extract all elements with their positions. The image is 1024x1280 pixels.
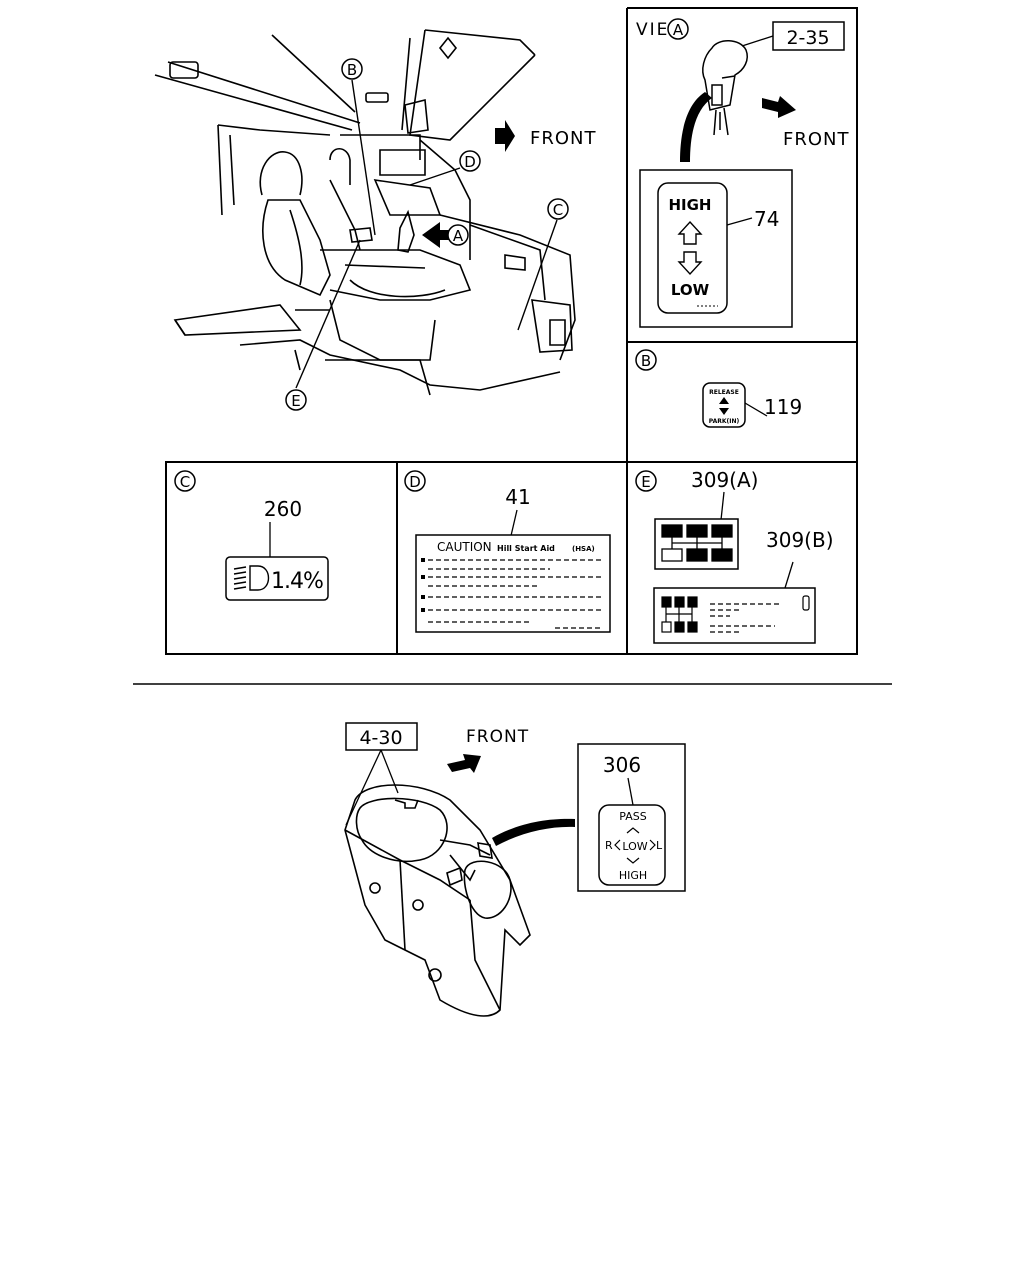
label-119-plate [702,382,746,428]
caution-label-plate [415,534,611,633]
callout-a: A [447,224,469,246]
label-260-plate [225,556,329,601]
part-no-309b: 309(B) [766,528,834,552]
up-down-arrow-icon [719,397,729,415]
view-b-panel: B 119 RELEASE PARK(IN) [635,349,802,428]
display-value-260: 1.4% [271,569,323,594]
view-a-letter: A [673,21,684,39]
front-arrow-view-a [762,96,796,118]
view-a-panel: VIEW A 2-35 FRONT HIGH LOW 74 [636,18,850,328]
label-74-high: HIGH [668,196,711,214]
indicator-lamp-icon [802,595,810,611]
bottom-section: 4-30 FRONT 306 PASS R [344,722,686,1017]
headlamp-icon [233,565,270,591]
view-e-letter: E [641,473,650,491]
ref-box-2-35 [772,21,845,51]
up-arrow-icon [677,220,703,245]
svg-text:2-35: 2-35 [786,27,829,49]
svg-text:RELEASE: RELEASE [709,389,739,396]
view-c-letter: C [180,473,190,491]
svg-text:4-30: 4-30 [359,727,402,749]
shift-knob-illustration [702,40,748,136]
label-309b-text-lines [710,603,780,633]
curved-pointer-bottom [492,818,575,846]
label-74-frame [639,169,793,328]
ref-box-4-30 [345,722,418,751]
combination-switch-illustration [344,784,531,1017]
caret-down-icon [626,857,640,864]
part-no-119: 119 [764,395,802,419]
label-306-plate [598,804,666,886]
label-74-plate [657,182,728,314]
label-74-low: LOW [671,281,710,299]
front-label-view-a: FRONT [783,129,850,150]
svg-text:PARK(IN): PARK(IN) [709,418,740,425]
caret-up-icon [626,827,640,834]
part-no-309a: 309(A) [691,468,758,492]
pointer-arrow-a [422,222,450,248]
caution-word: CAUTION [437,540,492,554]
caution-body-text-lines [428,559,602,629]
view-d-letter: D [409,473,421,491]
view-e-panel: E 309(A) 309(B) [635,468,834,644]
view-d-panel: D 41 CAUTION Hill Start Aid (HSA) [404,470,611,633]
svg-text:D: D [464,153,476,171]
front-arrow-top [495,120,515,152]
front-label-bottom: FRONT [466,727,529,747]
front-label-top: FRONT [530,128,597,149]
callout-b: B [341,58,363,80]
svg-text:R: R [605,839,613,852]
svg-text:C: C [553,201,563,219]
curved-pointer-a [680,92,712,162]
caret-right-icon [649,839,656,851]
caution-subject: Hill Start Aid [497,544,555,553]
callout-leaders [295,79,558,389]
caret-left-icon [614,839,621,851]
caution-tag: (HSA) [572,545,595,553]
panel-frame [165,7,858,655]
svg-text:L: L [656,839,663,852]
gear-pattern-icon-a [661,524,733,562]
svg-text:B: B [347,61,357,79]
cab-interior-illustration [154,29,576,396]
view-b-letter: B [641,352,651,370]
svg-text:PASS: PASS [619,810,646,823]
svg-text:LOW: LOW [622,840,647,853]
label-309b-plate [653,587,816,644]
front-arrow-bottom [447,754,481,773]
svg-text:A: A [453,227,464,245]
callout-c: C [547,198,569,220]
gear-pattern-icon-b [661,596,698,633]
part-no-260: 260 [264,497,302,521]
down-arrow-icon [677,251,703,276]
part-no-74: 74 [754,207,779,231]
part-no-41: 41 [505,485,530,509]
callout-d: D [459,150,481,172]
callout-e: E [285,389,307,411]
svg-text:E: E [291,392,300,410]
caution-bullets [421,558,425,612]
view-c-panel: C 260 1.4% [174,470,329,601]
svg-text:HIGH: HIGH [619,869,647,882]
part-no-306: 306 [603,753,641,777]
